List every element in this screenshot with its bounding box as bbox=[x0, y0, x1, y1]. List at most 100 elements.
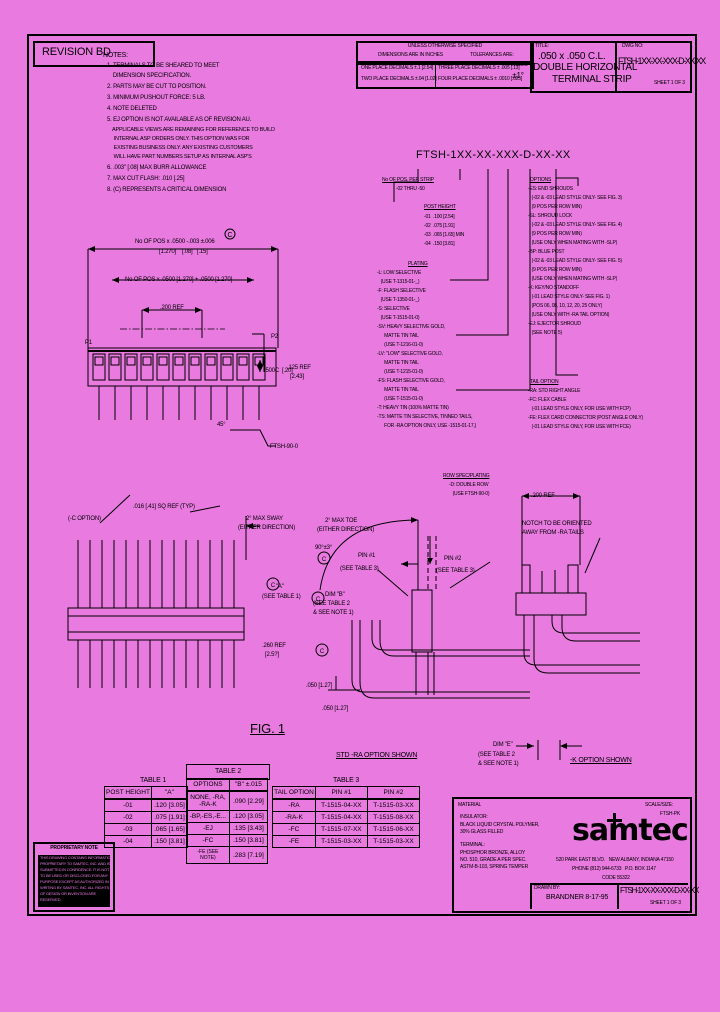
table-row: -RA-K T-1515-04-XX T-1515-08-XX bbox=[272, 811, 421, 824]
fig1-label-pin1-2: (SEE TABLE 3) bbox=[340, 566, 379, 572]
options-item-7: -BP: BLUE POST bbox=[528, 249, 565, 255]
svg-text:C: C bbox=[227, 232, 232, 239]
terminal-line3: ASTM-B-103, SPRING TEMPER bbox=[460, 864, 528, 870]
options-item-2: (9 POS PER ROW MIN) bbox=[528, 204, 582, 210]
fig1-label-tableB2: (SEE TABLE 2 bbox=[313, 601, 350, 607]
options-item-16: (SEE NOTE 5) bbox=[528, 330, 563, 336]
options-label: OPTIONS bbox=[530, 177, 552, 183]
options-item-12: (-01 LEAD STYLE ONLY- SEE FIG. 1) bbox=[528, 294, 610, 300]
plating-item-2: -F: FLASH SELECTIVE bbox=[377, 288, 426, 294]
note-6: 6. .003" [.08] MAX BURR ALLOWANCE bbox=[107, 165, 207, 171]
note-5b: INTERNAL ASP ORDERS ONLY. THIS OPTION WA… bbox=[107, 136, 250, 142]
options-item-14: (USE ONLY WITH -RA TAIL OPTION) bbox=[528, 312, 610, 318]
terminal-label: TERMINAL: bbox=[460, 842, 485, 848]
table1-r3c1: .150 [3.81] bbox=[150, 835, 189, 848]
plating-item-3: (USE T-1350-01-_) bbox=[377, 297, 420, 303]
post-height-item-0: -01 .100 [2.54] bbox=[424, 214, 455, 220]
proprietary-line-1: PROPRIETARY TO SAMTEC, INC. AND IS bbox=[40, 861, 111, 866]
table-row: NONE, -RA, -RA-K .090 [2.29] bbox=[186, 790, 269, 811]
table3-r2c0: -FC bbox=[272, 823, 316, 836]
table1-r2c0: -03 bbox=[104, 823, 152, 836]
tolerance-sub-left: DIMENSIONS ARE IN INCHES bbox=[378, 52, 443, 58]
row-spec-label: ROW SPEC/PLATING bbox=[443, 473, 490, 479]
fig1-label-050: .050 [1.27] bbox=[306, 683, 333, 689]
plating-label: PLATING bbox=[408, 261, 428, 267]
title-line3: TERMINAL STRIP bbox=[552, 74, 632, 85]
table3-r1c2: T-1515-08-XX bbox=[366, 811, 421, 824]
table2-title: TABLE 2 bbox=[214, 768, 242, 775]
plating-item-0: -L: LOW SELECTIVE bbox=[377, 270, 422, 276]
fig1-label-c-option: (-C OPTION) bbox=[68, 516, 101, 522]
tolerance-heading: UNLESS OTHERWISE SPECIFIED bbox=[407, 43, 483, 49]
note-1: 1. TERMINALS TO BE SHEARED TO MEET bbox=[107, 63, 220, 69]
svg-text:C: C bbox=[316, 597, 321, 603]
tolerance-header-box: UNLESS OTHERWISE SPECIFIED DIMENSIONS AR… bbox=[356, 41, 534, 65]
options-item-11: -K: KEY/NO STANDOFF bbox=[528, 285, 579, 291]
svg-text:C: C bbox=[271, 583, 276, 589]
title-label: TITLE: bbox=[535, 43, 549, 49]
table1-title: TABLE 1 bbox=[139, 777, 167, 784]
note-4: 4. NOTE DELETED bbox=[107, 106, 157, 112]
fig1-label-pin1: PIN #1 bbox=[358, 553, 376, 559]
fig1-label-ftsh: FTSH-90-0 bbox=[270, 444, 298, 450]
table-row: -FE (SEE NOTE) .283 [7.19] bbox=[186, 846, 269, 864]
fig1-label-dimA: "A" bbox=[276, 584, 284, 590]
table3-title: TABLE 3 bbox=[332, 777, 360, 784]
company-phone: PHONE (812) 944-6733 P.O. BOX 1147 bbox=[572, 866, 656, 872]
table2-r2c1: .135 [3.43] bbox=[228, 822, 269, 835]
fig1-label-p1: P1 bbox=[85, 340, 92, 346]
fig1-caption: FIG. 1 bbox=[250, 721, 285, 736]
table3-r0c2: T-1515-03-XX bbox=[366, 798, 421, 812]
options-item-6: (USE ONLY WHEN MATING WITH -SLP) bbox=[528, 240, 618, 246]
table3-r3c1: T-1515-03-XX bbox=[314, 835, 368, 848]
title-block: TITLE: DWG NO: .050 x .050 C.L. DOUBLE H… bbox=[530, 41, 706, 93]
tail-option-item-3: -FE: FLEX CARD CONNECTOR (POST ANGLE ONL… bbox=[528, 415, 643, 421]
title-sheet: SHEET 1 OF 3 bbox=[654, 80, 685, 86]
row-spec-item-1: (USE FTSH-90-0) bbox=[449, 491, 490, 497]
proprietary-line-0: THIS DRAWING CONTAINS INFORMATION bbox=[40, 855, 114, 860]
fig1-side-view-left bbox=[67, 494, 260, 688]
tolerance-sub-right: TOLERANCES ARE: bbox=[470, 52, 514, 58]
insulator-line1: BLACK LIQUID CRYSTAL POLYMER, bbox=[460, 822, 540, 828]
plating-item-9: -LV: "LOW" SELECTIVE GOLD, bbox=[377, 351, 443, 357]
company-code: CODE 55322 bbox=[602, 875, 630, 881]
proprietary-line-3: TO BE USED OR DISCLOSED FOR ANY bbox=[40, 873, 108, 878]
options-item-0: -ES: END SHROUDS bbox=[528, 186, 573, 192]
post-height-item-1: -02 .075 [1.91] bbox=[424, 223, 455, 229]
fig1-std-caption: STD -RA OPTION SHOWN bbox=[336, 752, 418, 759]
table-row: -EJ .135 [3.43] bbox=[186, 822, 269, 835]
fig1-dimE2: (SEE TABLE 2 bbox=[478, 752, 515, 758]
company-address: 520 PARK EAST BLVD. NEW ALBANY, INDIANA … bbox=[556, 857, 674, 863]
table3-header-1: PIN #1 bbox=[314, 786, 368, 800]
fig1-dim-right2: .125 REF bbox=[287, 365, 311, 371]
fig1-label-toe2: (EITHER DIRECTION) bbox=[317, 527, 375, 533]
insulator-line2: 30% GLASS FILLED bbox=[460, 829, 504, 835]
notes-heading: NOTES: bbox=[103, 52, 128, 59]
table3-r2c1: T-1515-07-XX bbox=[314, 823, 368, 836]
fig1-label-sway: 2° MAX SWAY bbox=[246, 516, 283, 522]
fig1-dim-top1: No OF POS x .0500 -.003 ±.006 bbox=[135, 239, 215, 245]
table-row: -02 .075 [1.91] bbox=[104, 811, 189, 824]
material-heading: MATERIAL bbox=[458, 802, 482, 808]
fig1-dimE-arrows bbox=[516, 740, 582, 760]
plating-item-17: FOR -RA OPTION ONLY, USE -1515-01-17,) bbox=[377, 423, 477, 429]
options-item-3: -SL: SHROUD LOCK bbox=[528, 213, 573, 219]
table2-r0c1: .090 [2.29] bbox=[228, 790, 269, 811]
fig1-notch1: NOTCH TO BE ORIENTED bbox=[522, 521, 592, 527]
fig1-label-ref260: .260 REF bbox=[262, 643, 286, 649]
fig1-top-dimensions: C bbox=[87, 228, 279, 348]
table2-header-0: OPTIONS bbox=[186, 778, 230, 792]
fig1-label-050b: .050 [1.27] bbox=[322, 706, 349, 712]
table2-r0c0: NONE, -RA, -RA-K bbox=[186, 790, 230, 811]
tail-option-item-0: -RA: STD RIGHT ANGLE bbox=[528, 388, 581, 394]
fig1-label-pin2: PIN #2 bbox=[444, 556, 462, 562]
samtec-logo: samtec bbox=[572, 813, 689, 848]
options-item-1: (-02 & -03 LEAD STYLE ONLY- SEE FIG. 3) bbox=[528, 195, 622, 201]
proprietary-line-4: PURPOSE EXCEPT AS AUTHORIZED IN bbox=[40, 879, 109, 884]
plating-item-1: (USE T-1315-01-_) bbox=[377, 279, 420, 285]
options-item-10: (USE ONLY WHEN MATING WITH -SLP) bbox=[528, 276, 618, 282]
proprietary-line-7: RESERVED. bbox=[40, 897, 62, 902]
options-item-9: (9 POS PER ROW MIN) bbox=[528, 267, 582, 273]
revision-block: REVISION BD bbox=[33, 41, 155, 67]
